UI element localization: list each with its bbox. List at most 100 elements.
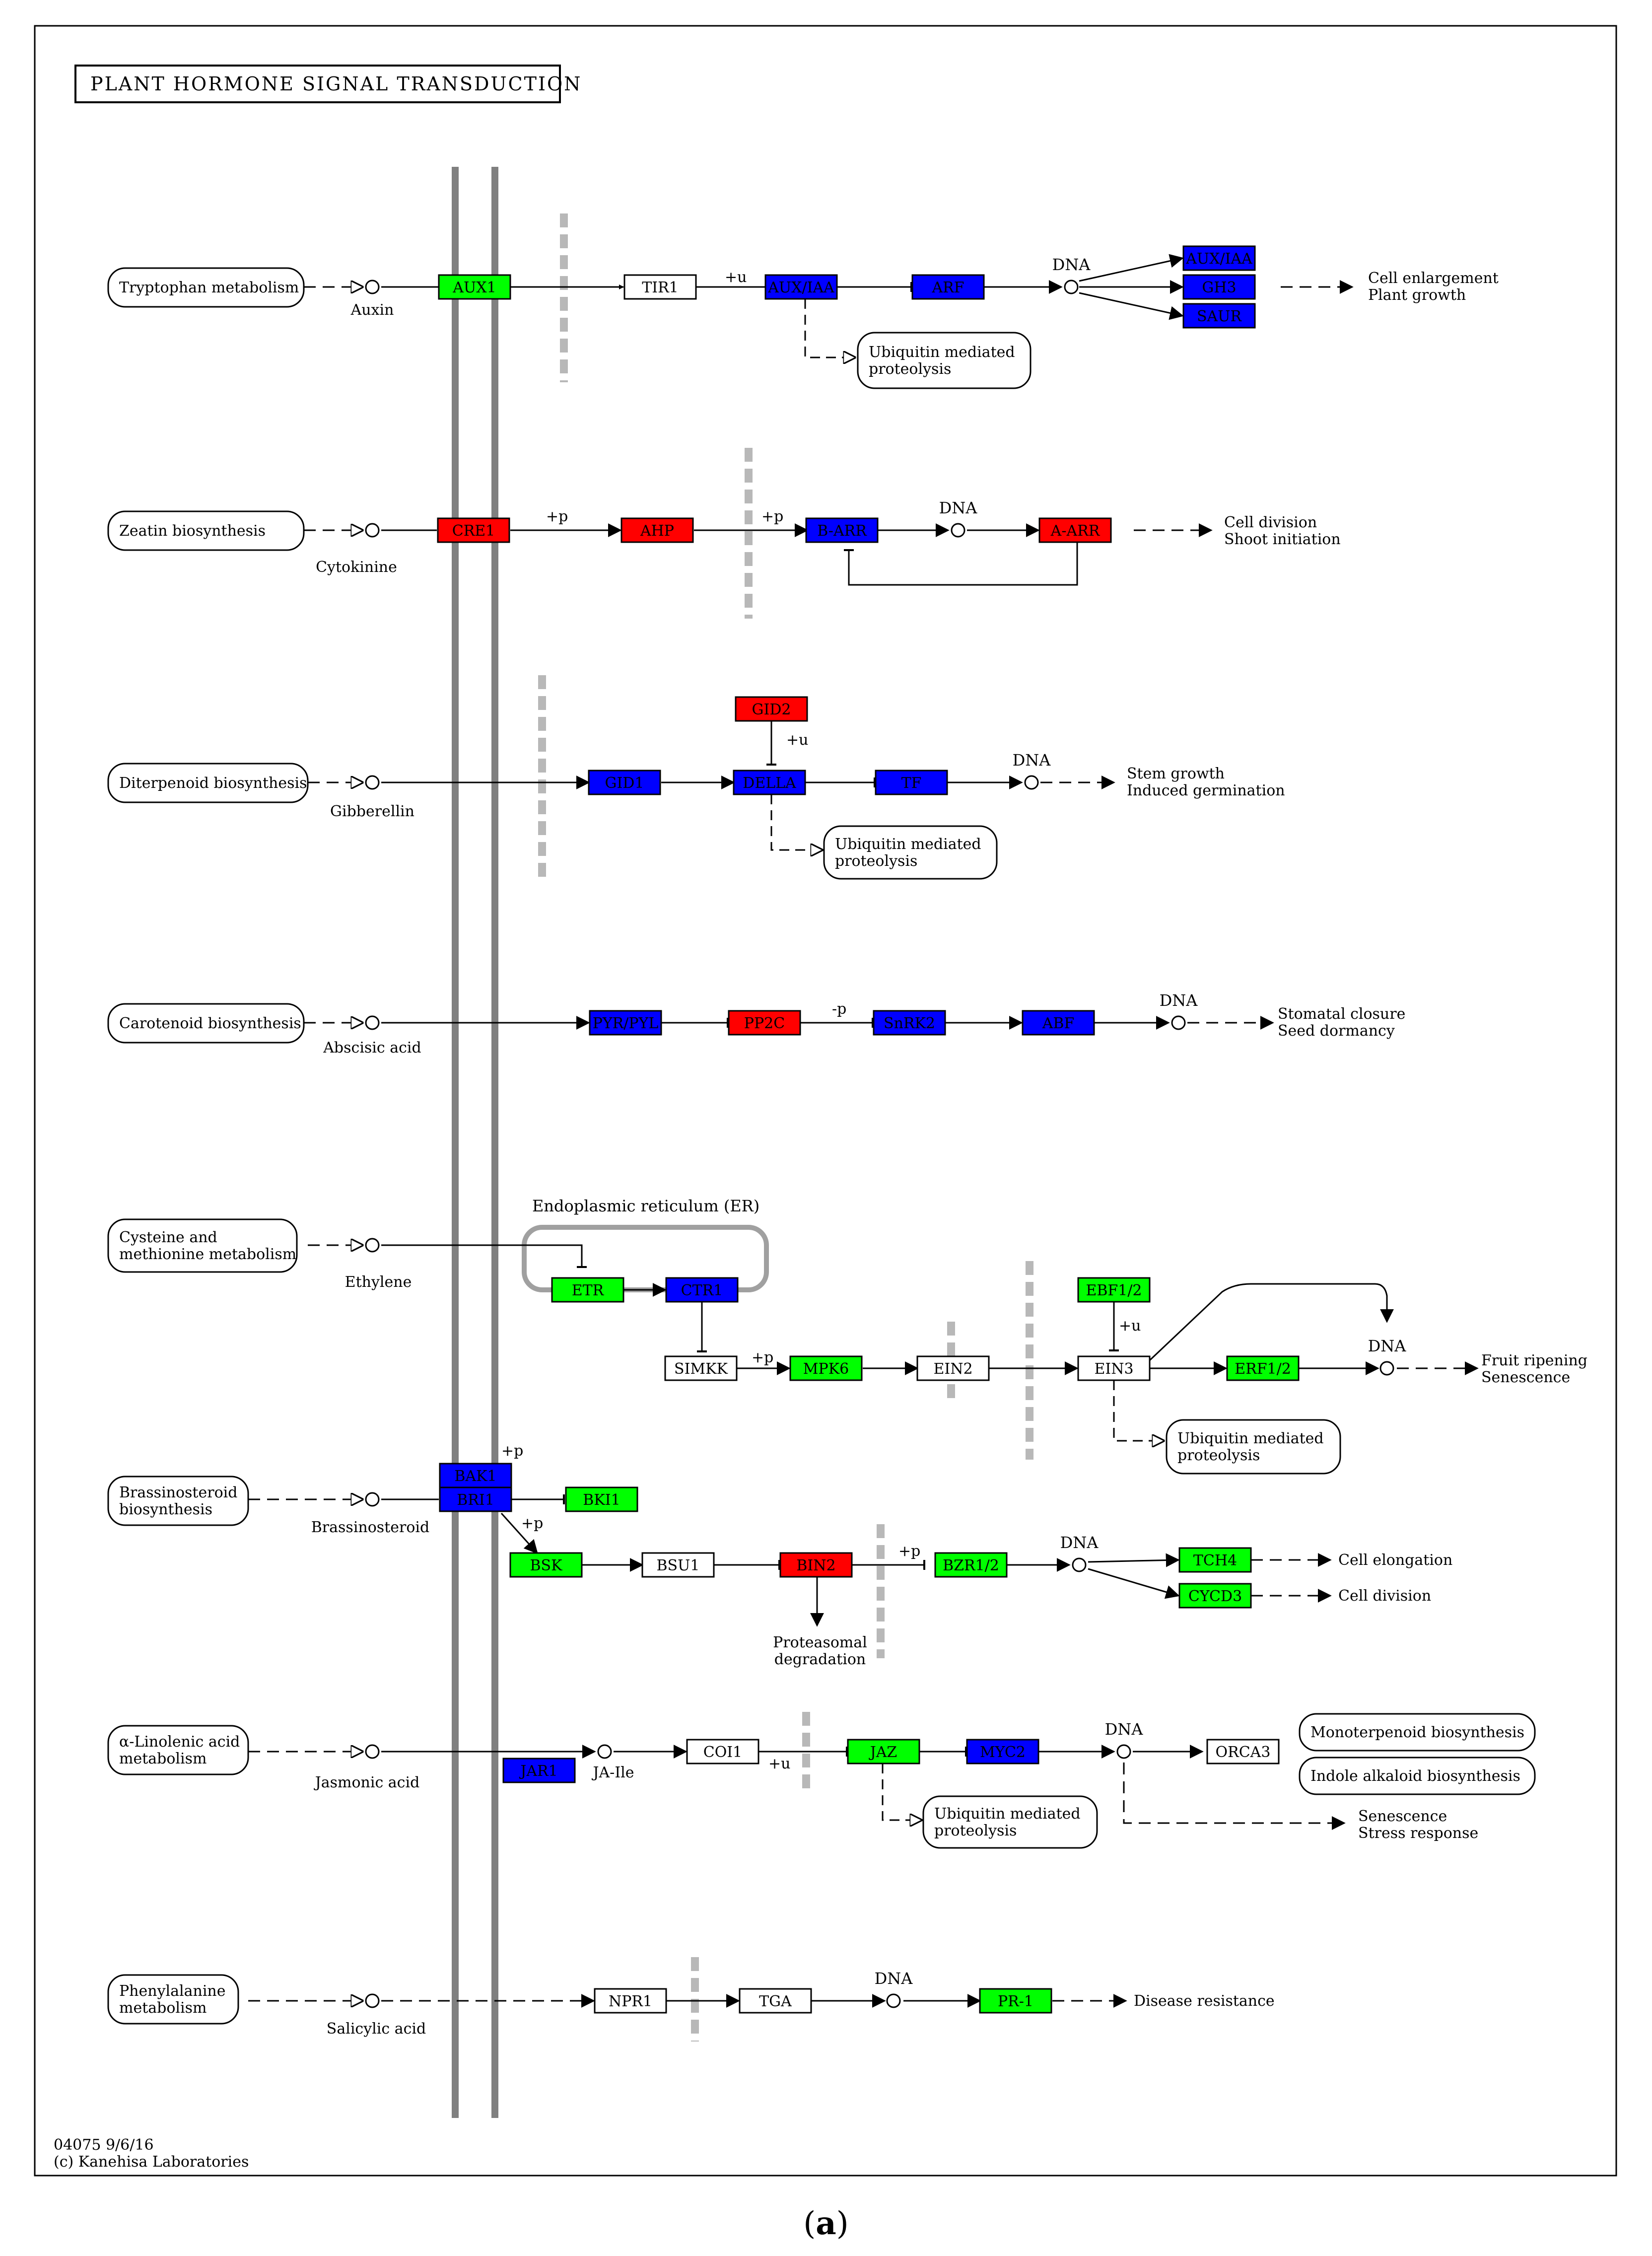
compound-node[interactable] <box>365 1238 380 1253</box>
gene-box <box>686 1739 759 1764</box>
gene-bsu1[interactable]: BSU1 <box>641 1552 715 1578</box>
gene-cycd3[interactable]: CYCD3 <box>1178 1583 1252 1609</box>
gene-gh3[interactable]: GH3 <box>1182 274 1256 300</box>
pathway-label: Carotenoid biosynthesis <box>119 1015 301 1032</box>
compound-node[interactable] <box>365 523 380 538</box>
pathway-diterpenoid-biosynthesis[interactable]: Diterpenoid biosynthesis <box>107 763 309 803</box>
gene-arf[interactable]: ARF <box>911 274 985 300</box>
gene-box <box>847 1739 920 1764</box>
gene-label: CYCD3 <box>1188 1588 1242 1605</box>
gene-a-arr[interactable]: A-ARR <box>1038 517 1112 543</box>
gene-tch4[interactable]: TCH4 <box>1178 1547 1252 1573</box>
gene-coi1[interactable]: COI1 <box>686 1739 759 1764</box>
gene-aux-iaa[interactable]: AUX/IAA <box>1182 245 1256 271</box>
pathway-label: Monoterpenoid biosynthesis <box>1310 1724 1524 1741</box>
pathway-carotenoid-biosynthesis[interactable]: Carotenoid biosynthesis <box>107 1003 305 1044</box>
gene-b-arr[interactable]: B-ARR <box>805 517 879 543</box>
outcome-label: Fruit ripening <box>1481 1352 1587 1369</box>
gene-box <box>979 1988 1052 2014</box>
gene-label: BRI1 <box>457 1491 494 1509</box>
dna-node[interactable] <box>1072 1557 1087 1572</box>
gene-tir1[interactable]: TIR1 <box>623 274 697 300</box>
pathway-tryptophan-metabolism[interactable]: Tryptophan metabolism <box>107 267 305 308</box>
gene-cre1[interactable]: CRE1 <box>437 517 510 543</box>
gene-box <box>735 696 808 722</box>
gene-label: BKI1 <box>583 1491 620 1509</box>
gene-jar1[interactable]: JAR1 <box>502 1758 576 1783</box>
gene-ahp[interactable]: AHP <box>620 517 694 543</box>
copyright: (c) Kanehisa Laboratories <box>54 2153 249 2171</box>
compound-node[interactable] <box>365 1744 380 1759</box>
compound-node[interactable] <box>365 1015 380 1030</box>
gene-tga[interactable]: TGA <box>739 1988 812 2014</box>
dna-node[interactable] <box>1024 775 1039 790</box>
pathway-indole-alkaloid-biosynthesis[interactable]: Indole alkaloid biosynthesis <box>1299 1757 1536 1795</box>
gene-ein3[interactable]: EIN3 <box>1077 1355 1151 1381</box>
gene-box <box>439 1463 512 1488</box>
compound-node[interactable] <box>365 1492 380 1507</box>
gene-bki1[interactable]: BKI1 <box>565 1486 638 1512</box>
gene-jaz[interactable]: JAZ <box>847 1739 920 1764</box>
gene-tf[interactable]: TF <box>875 770 948 795</box>
gene-bin2[interactable]: BIN2 <box>779 1552 853 1578</box>
gene-label: SIMKK <box>674 1360 728 1378</box>
dna-node[interactable] <box>951 523 965 538</box>
gene-npr1[interactable]: NPR1 <box>594 1988 667 2014</box>
gene-snrk2[interactable]: SnRK2 <box>873 1010 946 1036</box>
gene-ebf1-2[interactable]: EBF1/2 <box>1077 1277 1151 1303</box>
dna-node[interactable] <box>1064 280 1079 294</box>
dna-node[interactable] <box>1379 1361 1394 1376</box>
gene-label: AUX1 <box>452 279 496 296</box>
gene-pyr-pyl[interactable]: PYR/PYL <box>589 1010 662 1036</box>
gene-label: AUX/IAA <box>767 279 834 296</box>
compound-node[interactable] <box>365 280 380 294</box>
gene-gid2[interactable]: GID2 <box>735 696 808 722</box>
compound-gibberellin-label: Gibberellin <box>330 803 414 820</box>
compound-node[interactable] <box>365 1993 380 2008</box>
gene-bsk[interactable]: BSK <box>509 1552 583 1578</box>
phosphorylation-label: +p <box>546 508 568 525</box>
gene-label: ERF1/2 <box>1235 1360 1291 1378</box>
gene-box <box>588 770 661 795</box>
gene-bak1[interactable]: BAK1 <box>439 1463 512 1488</box>
gene-aux1[interactable]: AUX1 <box>438 274 511 300</box>
gene-box <box>764 274 838 300</box>
gene-gid1[interactable]: GID1 <box>588 770 661 795</box>
gene-aux-iaa[interactable]: AUX/IAA <box>764 274 838 300</box>
gene-mpk6[interactable]: MPK6 <box>789 1355 863 1381</box>
gene-myc2[interactable]: MYC2 <box>966 1739 1039 1764</box>
dna-node[interactable] <box>1116 1744 1131 1759</box>
gene-simkk[interactable]: SIMKK <box>664 1355 738 1381</box>
dna-node[interactable] <box>886 1993 901 2008</box>
outcome-label: Cell division <box>1338 1587 1431 1605</box>
gene-bri1[interactable]: BRI1 <box>439 1486 512 1512</box>
gene-pr-1[interactable]: PR-1 <box>979 1988 1052 2014</box>
pathway-monoterpenoid-biosynthesis[interactable]: Monoterpenoid biosynthesis <box>1299 1713 1536 1752</box>
gene-erf1-2[interactable]: ERF1/2 <box>1226 1355 1300 1381</box>
compound-node[interactable] <box>597 1744 612 1759</box>
gene-etr[interactable]: ETR <box>551 1277 624 1303</box>
compound-ja-ile-label: JA-Ile <box>591 1764 634 1781</box>
gene-pp2c[interactable]: PP2C <box>728 1010 801 1036</box>
gene-saur[interactable]: SAUR <box>1182 303 1256 329</box>
gene-abf[interactable]: ABF <box>1022 1010 1095 1036</box>
gene-ctr1[interactable]: CTR1 <box>665 1277 739 1303</box>
gene-orca3[interactable]: ORCA3 <box>1206 1739 1280 1764</box>
pathway-zeatin-biosynthesis[interactable]: Zeatin biosynthesis <box>107 510 305 551</box>
gene-bzr1-2[interactable]: BZR1/2 <box>934 1552 1008 1578</box>
gene-ein2[interactable]: EIN2 <box>916 1355 990 1381</box>
dna-node[interactable] <box>1171 1015 1186 1030</box>
gene-della[interactable]: DELLA <box>733 770 806 795</box>
compound-node[interactable] <box>365 775 380 790</box>
gene-label: PR-1 <box>998 1993 1033 2010</box>
